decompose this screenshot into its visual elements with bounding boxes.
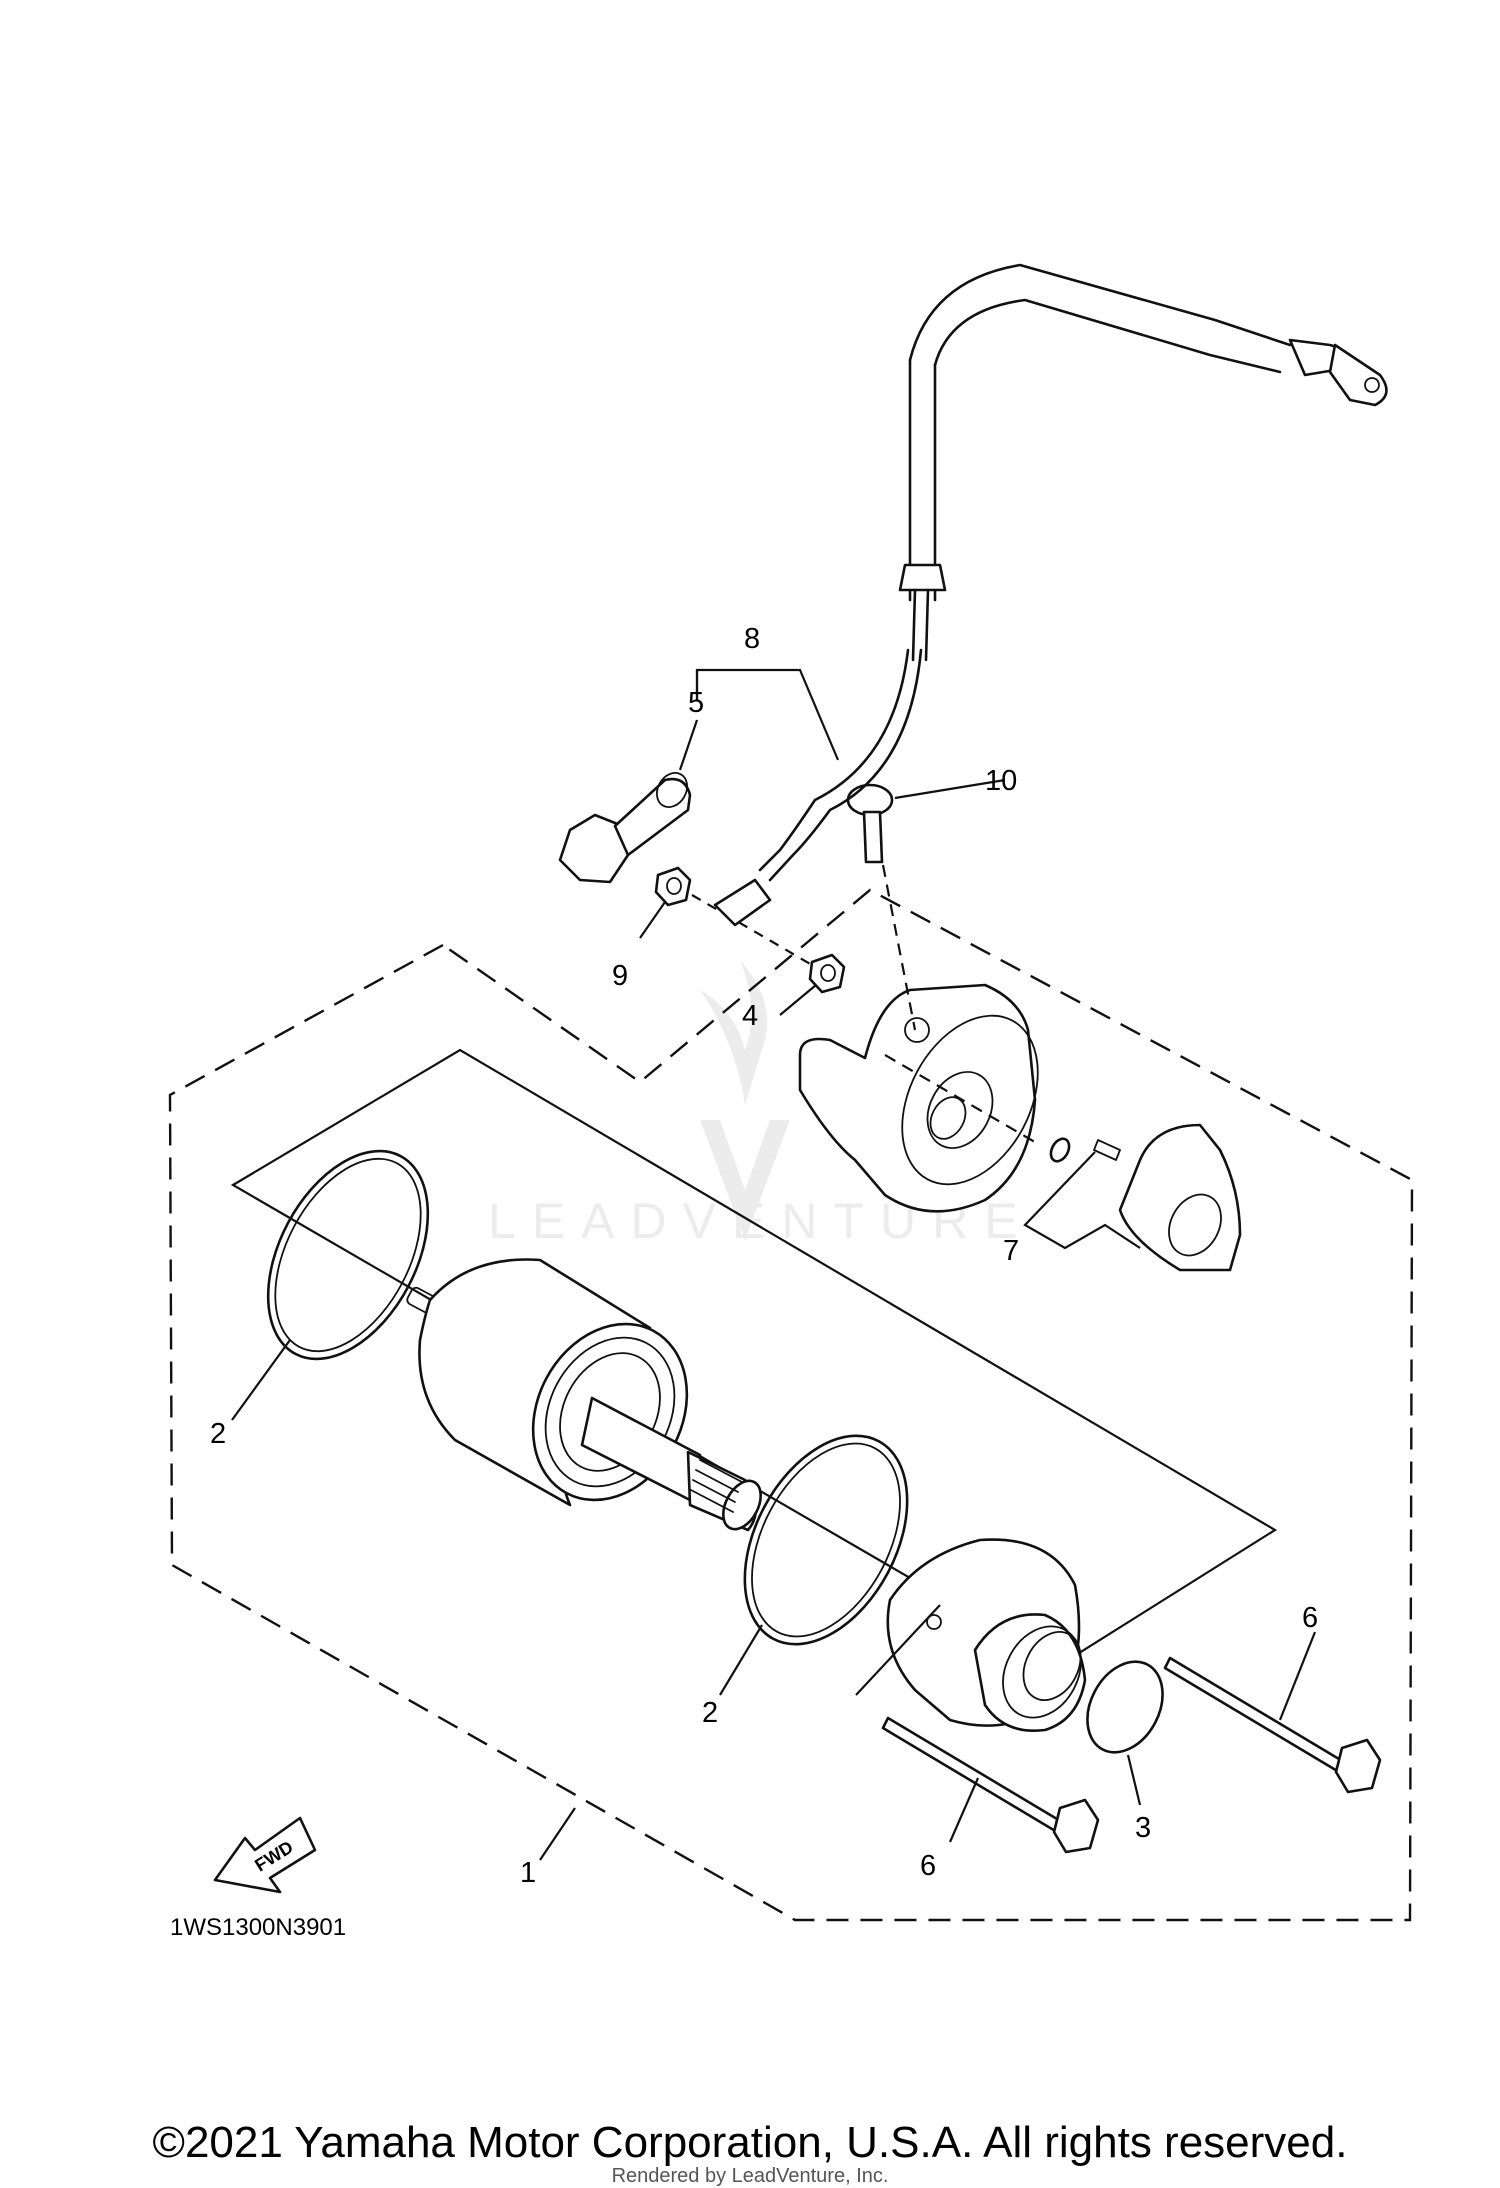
leader-4 <box>779 984 817 1016</box>
bolt-axis <box>881 864 917 1031</box>
through-bolt-lower <box>881 1716 1100 1854</box>
leader-10 <box>894 778 1006 800</box>
o-ring-left <box>266 1149 430 1361</box>
leader-8 <box>695 668 840 761</box>
nut-4 <box>808 953 846 994</box>
callout-1: 1 <box>520 1857 536 1889</box>
leader-2b <box>719 1624 763 1696</box>
front-cover <box>886 1538 1087 1732</box>
brush-holder <box>1093 1123 1242 1272</box>
callout-2a: 2 <box>210 1418 226 1450</box>
callout-9: 9 <box>612 960 628 992</box>
bolt-10 <box>846 783 894 864</box>
leader-3 <box>1126 1754 1142 1806</box>
fwd-arrow-icon: FWD <box>213 1816 317 1894</box>
callout-8: 8 <box>744 623 760 655</box>
o-ring-right <box>743 1434 909 1646</box>
group-frame <box>230 1048 1278 1667</box>
diagram-code: 1WS1300N3901 <box>170 1914 346 1941</box>
copyright-notice: ©2021 Yamaha Motor Corporation, U.S.A. A… <box>152 2118 1348 2167</box>
starter-yoke <box>406 1258 762 1532</box>
o-ring-small <box>1086 1660 1164 1754</box>
leader-6a <box>948 1777 980 1843</box>
callout-7: 7 <box>1003 1235 1019 1267</box>
nut-axis <box>691 894 813 966</box>
callout-10: 10 <box>985 765 1017 797</box>
terminal-cap <box>558 772 692 884</box>
nut-9 <box>654 866 692 907</box>
cover-leader <box>855 1604 941 1696</box>
bracket-7 <box>1023 1151 1141 1250</box>
callout-6b: 6 <box>1302 1602 1318 1634</box>
leader-9 <box>639 901 666 939</box>
callout-6a: 6 <box>920 1850 936 1882</box>
leader-1 <box>539 1807 576 1861</box>
rendered-by-notice: Rendered by LeadVenture, Inc. <box>611 2165 889 2187</box>
starter-cable <box>713 263 1388 927</box>
rear-cover <box>798 983 1039 1213</box>
callout-5: 5 <box>688 687 704 719</box>
washer <box>1049 1137 1071 1163</box>
leader-2a <box>231 1339 291 1421</box>
callout-2b: 2 <box>702 1697 718 1729</box>
shaft-axis <box>884 1054 1041 1146</box>
leader-5 <box>678 719 699 771</box>
assembly-boundary <box>168 888 1414 1922</box>
callout-4: 4 <box>742 1000 758 1032</box>
callout-3: 3 <box>1135 1812 1151 1844</box>
leader-6b <box>1278 1631 1317 1721</box>
through-bolt-right <box>1163 1656 1382 1794</box>
